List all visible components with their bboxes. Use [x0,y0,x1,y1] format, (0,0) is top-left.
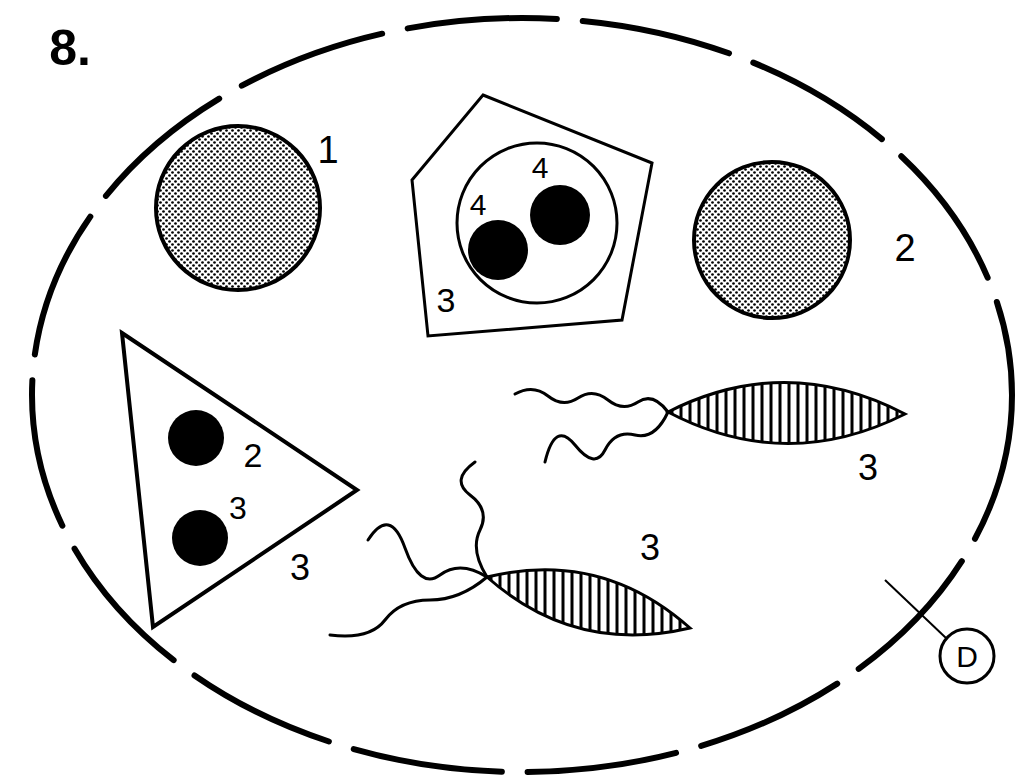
pentagon-body: 3 4 4 [405,88,660,343]
flagellated-cell: 3 [320,450,700,650]
callout-number: 4 [532,153,549,183]
callout-number: 1 [317,131,338,169]
black-granule: 4 [460,185,530,285]
callout-number: 3 [290,550,310,586]
callout-number: 2 [894,229,915,267]
triangle-body: 3 2 3 [115,325,365,630]
callout-number: 4 [470,190,487,220]
flagellated-cell: 3 [500,370,920,490]
callout-number: 2 [244,438,263,472]
callout-number: 3 [229,492,247,524]
stippled-granule-shape [690,155,925,325]
black-granule: 2 [165,405,275,477]
stippled-granule: 1 [150,115,350,295]
leader-line [885,580,946,638]
region-marker: D [938,627,996,685]
callout-number: 3 [858,450,878,486]
flagellated-cell-shape [500,370,920,490]
black-granule: 3 [168,488,258,570]
stippled-granule: 2 [690,155,925,325]
black-granule: 4 [525,150,595,250]
triangle-body-shape [115,325,365,630]
figure-number: 8. [49,23,91,73]
callout-number: 3 [640,530,660,566]
dashed-membrane [32,18,1012,772]
callout-number: D [956,642,978,672]
callout-number: 3 [437,283,456,317]
